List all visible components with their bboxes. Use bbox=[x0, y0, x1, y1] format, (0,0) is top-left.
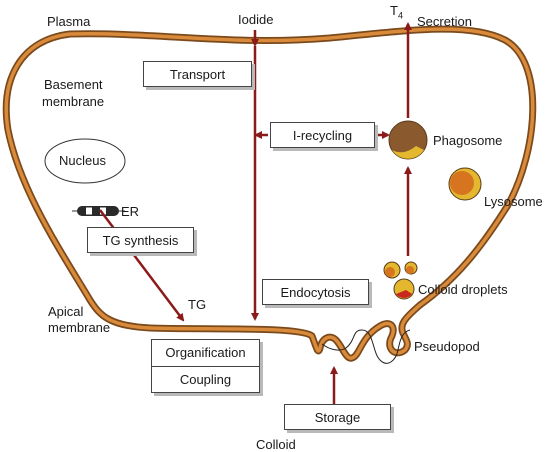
coupling-label: Coupling bbox=[152, 366, 259, 393]
storage-box: Storage bbox=[284, 404, 391, 430]
nucleus-label: Nucleus bbox=[59, 153, 106, 168]
basement-membrane-label-1: Basement bbox=[44, 77, 103, 92]
nucleus-shape bbox=[44, 138, 126, 184]
basement-membrane-label-2: membrane bbox=[42, 94, 105, 109]
pseudopod-outline bbox=[321, 329, 411, 364]
lysosome bbox=[448, 167, 482, 201]
phagosome-label: Phagosome bbox=[433, 133, 503, 148]
plasma-label: Plasma bbox=[47, 14, 91, 29]
colloid-label: Colloid bbox=[256, 437, 296, 452]
arrows bbox=[99, 22, 412, 404]
colloid-droplets-label: Colloid droplets bbox=[418, 282, 508, 297]
cell-membrane bbox=[2, 25, 537, 362]
tg-synthesis-box: TG synthesis bbox=[87, 227, 194, 253]
i-recycling-box: I-recycling bbox=[270, 122, 375, 148]
phagosome bbox=[388, 120, 428, 160]
colloid-droplets bbox=[383, 261, 418, 300]
organification-label: Organification bbox=[165, 345, 246, 360]
tg-label: TG bbox=[188, 297, 207, 312]
er-label: ER bbox=[121, 204, 140, 219]
t4-label: T4 bbox=[390, 3, 403, 21]
lysosome-label: Lysosome bbox=[484, 194, 543, 209]
apical-membrane-label-2: membrane bbox=[48, 320, 111, 335]
pseudopod-label: Pseudopod bbox=[414, 339, 480, 354]
er-shape bbox=[72, 206, 125, 216]
transport-box: Transport bbox=[143, 61, 252, 87]
secretion-label: Secretion bbox=[417, 14, 472, 29]
organification-coupling-box: Organification Coupling bbox=[151, 339, 260, 393]
endocytosis-box: Endocytosis bbox=[262, 279, 369, 305]
apical-membrane-label-1: Apical bbox=[48, 304, 84, 319]
iodide-label: Iodide bbox=[238, 12, 274, 27]
